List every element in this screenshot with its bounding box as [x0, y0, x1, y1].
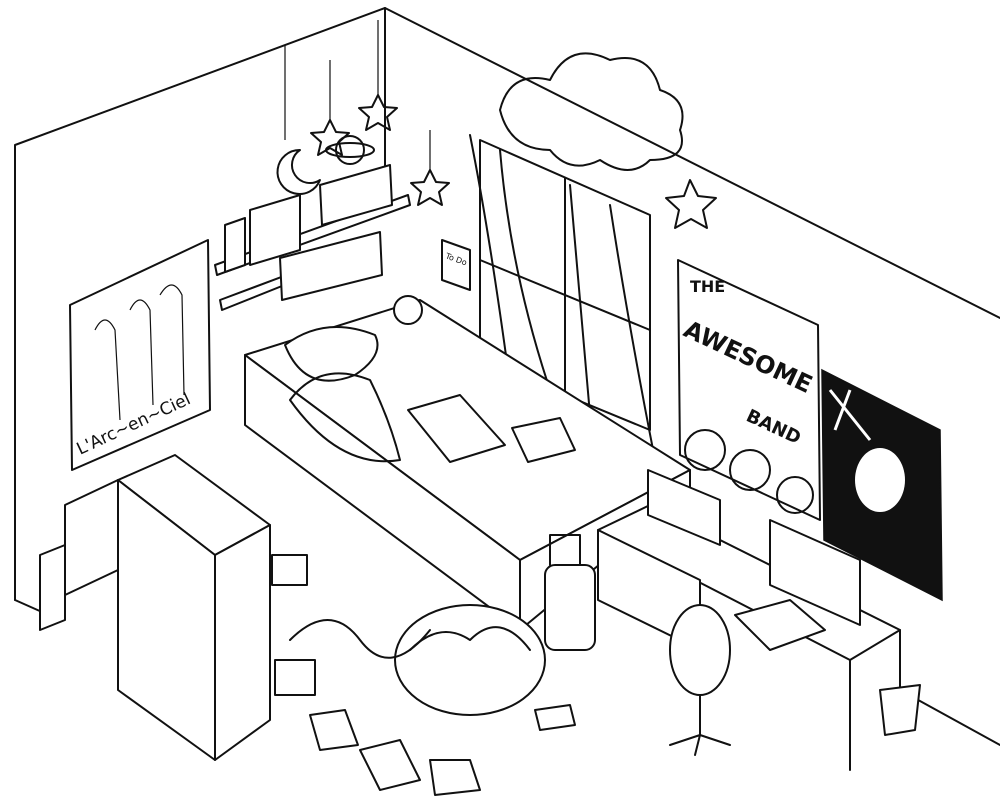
poster-title-line1: THE — [690, 277, 725, 296]
stereo — [647, 469, 721, 546]
computer-monitor — [769, 519, 861, 626]
cloud-wall-decal — [499, 52, 717, 229]
tv-stand — [39, 544, 66, 631]
book-stack — [511, 417, 576, 463]
dark-band-poster — [821, 368, 943, 602]
moon-ornament — [276, 148, 321, 195]
hanging-mobile — [276, 20, 450, 206]
bookshelves — [214, 164, 411, 311]
crt-tv — [64, 479, 119, 596]
open-book — [407, 394, 506, 463]
to-do-note: To Do — [441, 239, 471, 291]
cable — [289, 619, 431, 659]
larc-en-ciel-poster: L'Arc~en~Ciel — [69, 239, 211, 471]
desk-chair-back — [669, 604, 731, 696]
desk — [597, 469, 921, 771]
blanket — [289, 372, 401, 463]
suitcase — [544, 534, 596, 651]
floor-paper — [309, 709, 359, 751]
planet-ornament — [335, 135, 365, 165]
desk-chair-base — [669, 694, 731, 756]
game-console — [271, 554, 308, 586]
keyboard — [734, 599, 826, 651]
clothes-stack — [274, 659, 316, 696]
scattered-clothes — [359, 739, 481, 796]
left-curtain — [469, 134, 551, 391]
star-decal — [665, 179, 717, 229]
trash-bin — [879, 684, 921, 736]
awesome-band-poster: THE AWESOME BAND — [677, 259, 821, 521]
floor-clutter — [271, 554, 576, 796]
pillow — [284, 326, 379, 382]
floor-book — [534, 704, 576, 731]
laundry-basket — [394, 604, 546, 716]
teddy-bear — [393, 295, 423, 325]
window — [469, 134, 661, 486]
dresser — [39, 454, 271, 761]
